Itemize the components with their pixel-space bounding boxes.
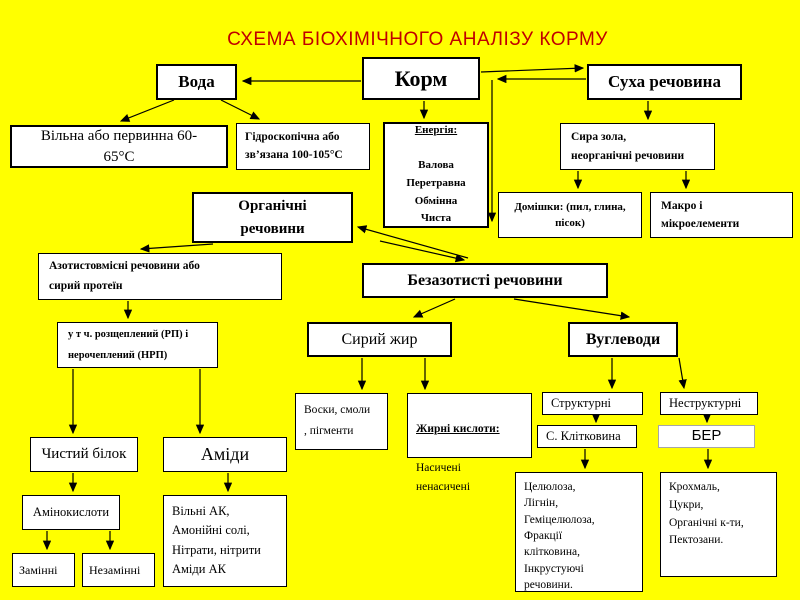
node-vilna-pervynna: Вільна або первинна 60- 65°С bbox=[10, 125, 228, 168]
edge-bezazot-syryi_zhyr bbox=[412, 298, 456, 318]
node-tseliuloza: Целюлоза, Лігнін, Геміцелюлоза, Фракції … bbox=[515, 472, 643, 592]
node-makroelementy: Макро і мікроелементи bbox=[650, 192, 793, 238]
node-nezaminni: Незамінні bbox=[82, 553, 155, 587]
node-energiya-lines: Валова Перетравна Обмінна Чиста bbox=[406, 159, 466, 225]
edge-voda-vilna bbox=[119, 99, 175, 122]
edge-voda-hidro bbox=[220, 99, 261, 120]
node-nestrukturni: Неструктурні bbox=[660, 392, 758, 415]
node-klitkovyna: С. Клітковина bbox=[537, 425, 637, 448]
edge-korm-sukha bbox=[480, 64, 585, 73]
slide-title: СХЕМА БІОХІМІЧНОГО АНАЛІЗУ КОРМУ bbox=[227, 29, 608, 50]
node-rozshcheplenyi: у т ч. розщеплений (РП) і нерочеплений (… bbox=[57, 322, 218, 368]
node-voda: Вода bbox=[156, 64, 237, 100]
edge-vuhlevody-nestrukturni bbox=[678, 357, 687, 390]
node-zhyrni-kysloty-lines: Насичені ненасичені bbox=[416, 461, 471, 494]
node-azotystovmisni: Азотистовмісні речовини або сирий протеї… bbox=[38, 253, 282, 300]
node-zaminni: Замінні bbox=[12, 553, 75, 587]
edge-bezazot-vuhlevody bbox=[513, 298, 631, 320]
node-hidroskopichna: Гідроскопічна або зв’язана 100-105°С bbox=[236, 123, 370, 170]
node-chystyi-bilok: Чистий білок bbox=[30, 437, 138, 472]
node-organichni-rechovyny: Органічні речовини bbox=[192, 192, 353, 243]
node-vuhlevody: Вуглеводи bbox=[568, 322, 678, 357]
node-energiya: Енергія: Валова Перетравна Обмінна Чиста bbox=[383, 122, 489, 228]
node-ber: БЕР bbox=[658, 425, 755, 448]
node-energiya-title: Енергія: bbox=[414, 124, 458, 137]
node-vilni-ak: Вільні АК, Амонійні солі, Нітрати, нітри… bbox=[163, 495, 287, 587]
node-zhyrni-kysloty: Жирні кислоти: Насичені ненасичені bbox=[407, 393, 532, 493]
node-krokhmal: Крохмаль, Цукри, Органічні к-ти, Пектоза… bbox=[660, 472, 777, 577]
node-domishky: Домішки: (пил, глина, пісок) bbox=[498, 192, 642, 238]
node-strukturni: Структурні bbox=[542, 392, 643, 415]
node-amidy: Аміди bbox=[163, 437, 287, 472]
node-korm: Корм bbox=[362, 57, 480, 100]
node-vosky-smoly: Воски, смоли , пігменти bbox=[295, 393, 388, 450]
node-syryi-zhyr: Сирий жир bbox=[307, 322, 452, 357]
node-syra-zola: Сира зола, неорганічні речовини bbox=[560, 123, 715, 170]
node-zhyrni-kysloty-title: Жирні кислоти: bbox=[416, 422, 500, 435]
edge-organichni-azot bbox=[139, 243, 214, 253]
node-sukha-rechovyna: Суха речовина bbox=[587, 64, 742, 100]
node-aminokysloty: Амінокислоти bbox=[22, 495, 120, 530]
node-bezazotysti: Безазотисті речовини bbox=[362, 263, 608, 298]
